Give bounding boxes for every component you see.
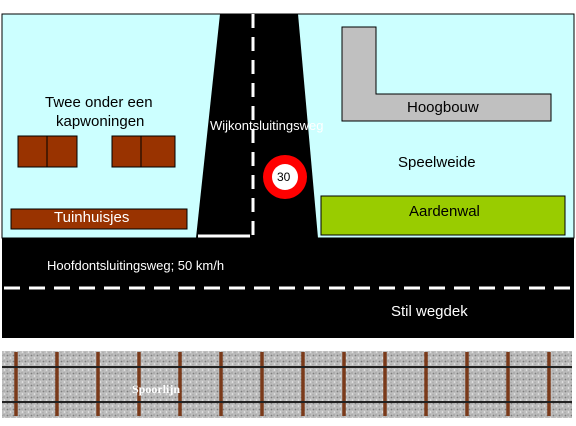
semi-detached-house	[17, 135, 48, 168]
earth-wall	[320, 195, 566, 236]
high-rise-building	[341, 26, 552, 122]
semi-detached-label-line2: kapwoningen	[56, 113, 145, 130]
earth-wall-label: Aardenwal	[409, 203, 480, 220]
main-road-label: Hoofdontsluitingsweg; 50 km/h	[47, 258, 225, 273]
railway-track-icon	[2, 351, 572, 418]
garden-houses-strip	[10, 208, 188, 230]
neighbourhood-road-label: Wijkontsluitingsweg	[210, 118, 324, 133]
semi-detached-house	[140, 135, 176, 168]
speed-sign-value: 30	[277, 170, 291, 184]
garden-houses-label: Tuinhuisjes	[54, 209, 130, 226]
semi-detached-label-line1: Twee onder een	[45, 94, 153, 111]
high-rise-label: Hoogbouw	[407, 99, 479, 116]
semi-detached-house	[111, 135, 142, 168]
semi-detached-house	[46, 135, 78, 168]
speed-limit-sign-icon	[263, 155, 307, 199]
railway-label: Spoorlijn	[132, 382, 181, 396]
playing-field-label: Speelweide	[398, 154, 476, 171]
quiet-surface-label: Stil wegdek	[391, 303, 468, 320]
